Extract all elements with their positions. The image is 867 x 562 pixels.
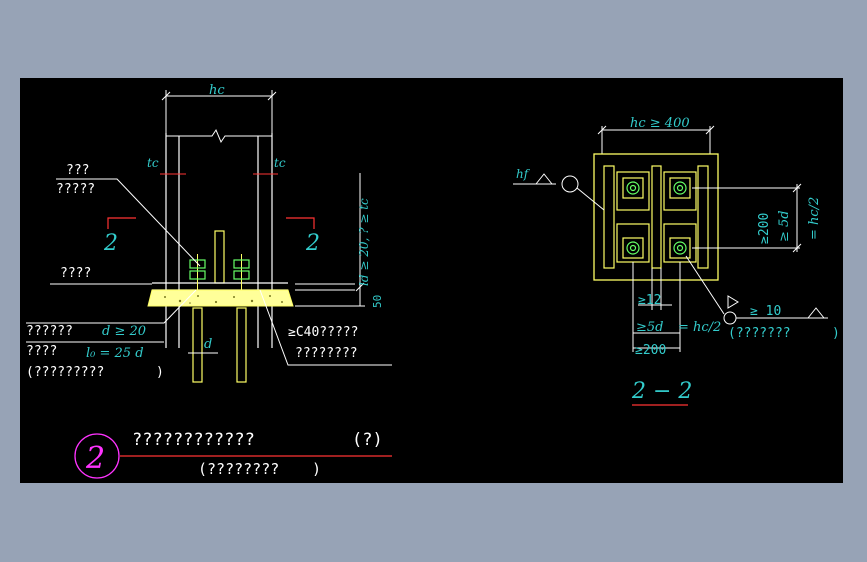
dim-vert-1: ≥200 [757,213,772,244]
dim-50: 50 [371,295,384,308]
label-e2: ???????? [295,346,358,361]
title-paren: (?) [352,430,383,450]
anchor-washers [622,177,691,259]
dim-top: hc ≥ 400 [630,116,690,131]
label-c2: ???? [26,344,57,359]
tick-mark [267,91,277,101]
weld-circle [723,311,737,325]
flange [603,165,615,269]
cad-drawing: hc tc tc [26,83,840,479]
title-sub: (???????? [198,460,279,478]
tick-mark [705,125,715,135]
base-plate-plan [593,153,719,281]
column-base-elevation: hc tc tc [26,83,392,479]
tick-mark [792,183,802,193]
anchor-bolts-plan [626,181,687,255]
label-c1-val: d ≥ 20 [102,324,146,339]
tick-mark [792,243,802,253]
bolt-nuts [189,259,250,280]
leader-line [56,178,201,267]
title-circle [74,433,120,479]
label-c3-end: ) [156,365,164,380]
label-a1: ??? [66,163,89,178]
section-mark-right [286,217,315,229]
dim-vert-2: ≥ 5d [777,210,792,242]
dim-5d: ≥5d [636,320,664,335]
flange [697,165,709,269]
dim-hc: = hc/2 [678,320,721,335]
label-c2-val: l₀ = 25 d [86,346,144,361]
weld-symbol [807,307,825,319]
grout-layer [147,289,294,307]
section-right: 2 [305,231,320,256]
grout-texture [164,295,283,304]
leader-line [26,289,197,324]
label-d: d [204,337,212,352]
weld-note-end: ) [832,326,840,341]
dim-200: ≥200 [635,343,666,358]
break-line [166,128,272,144]
title-num: 2 [85,441,105,476]
drawing-viewport[interactable]: hc tc tc [20,78,843,483]
label-b: ???? [60,266,91,281]
anchor-bolt [192,307,203,383]
title-main: ???????????? [132,430,255,450]
weld-circle [561,175,579,193]
section-left: 2 [103,231,118,256]
tick-mark [597,125,607,135]
label-c3: (????????? [26,365,104,380]
dim-vert-3: = hc/2 [807,197,822,240]
tick-mark [161,91,171,101]
tick-mark [355,282,365,292]
label-c1: ?????? [26,324,73,339]
leader-line [576,187,605,211]
weld-flag [727,295,739,309]
web [651,165,662,269]
weld-10: ≥ 10 [750,304,781,319]
section-2-2: hc ≥ 400 hf [513,116,840,406]
dim-12: ≥12 [638,293,661,308]
title-sub-end: ) [312,460,321,478]
label-e1: ≥C40????? [288,325,358,340]
anchor-bolt [236,307,247,383]
hf-label: hf [516,167,531,181]
weld-symbol [535,173,553,185]
leader-line [685,255,725,315]
section-title: 2 − 2 [631,379,692,404]
tc-left: tc [147,156,159,170]
label-a2: ????? [56,182,95,197]
weld-note: (??????? [728,326,791,341]
stiffener [214,230,225,284]
dim-hc: hc [209,83,225,98]
anchor-cells [616,171,697,263]
leader-line [259,289,392,366]
section-mark-left [107,217,136,229]
ld-note: ld ≥ 20, ? ≥ tc [357,198,371,286]
tc-right: tc [274,156,286,170]
